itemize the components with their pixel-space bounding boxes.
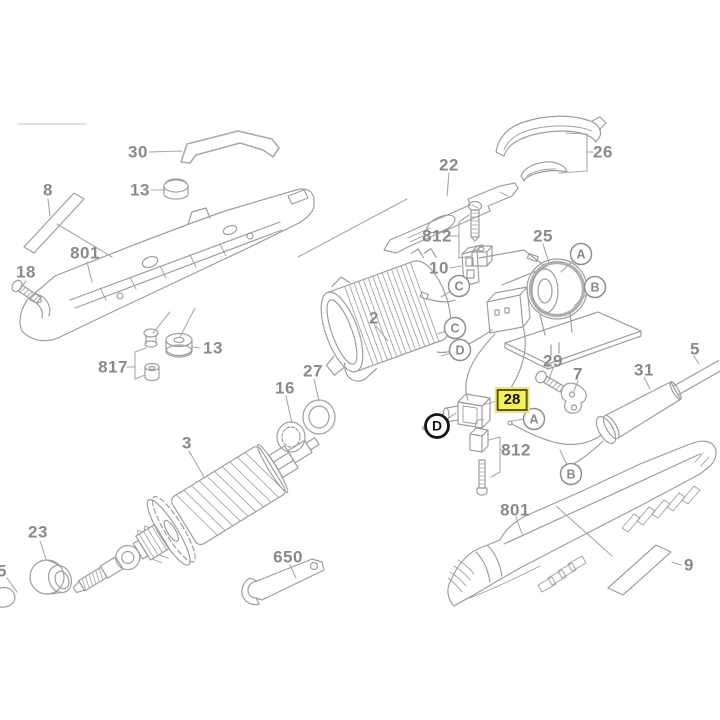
part-label-9[interactable]: 9 bbox=[684, 555, 694, 575]
part-housing-801-left bbox=[19, 188, 315, 342]
part-label-23[interactable]: 23 bbox=[28, 522, 48, 542]
part-label-817[interactable]: 817 bbox=[98, 357, 128, 377]
part-label-3[interactable]: 3 bbox=[182, 433, 192, 453]
callout-c-outline: C bbox=[443, 316, 467, 340]
part-wrench-650 bbox=[241, 558, 325, 606]
part-grommet-13 bbox=[165, 332, 193, 358]
part-label-30[interactable]: 30 bbox=[128, 142, 148, 162]
part-armature-3 bbox=[72, 437, 320, 594]
svg-text:A: A bbox=[576, 248, 585, 262]
svg-text:D: D bbox=[455, 344, 464, 358]
part-label-812-top[interactable]: 812 bbox=[422, 226, 452, 246]
callout-d-outline: D bbox=[448, 338, 472, 362]
part-label-27[interactable]: 27 bbox=[303, 361, 323, 381]
callout-a-outline: A bbox=[522, 407, 546, 431]
part-housing-801-right bbox=[447, 440, 717, 607]
svg-text:B: B bbox=[566, 468, 575, 482]
part-label-13-grommet[interactable]: 13 bbox=[203, 338, 223, 358]
part-cover-26 bbox=[495, 115, 607, 182]
callout-d-bold: D bbox=[424, 413, 450, 439]
part-label-10[interactable]: 10 bbox=[429, 258, 449, 278]
part-screw-29 bbox=[535, 370, 565, 393]
callout-a-outline: A bbox=[569, 242, 593, 266]
callout-b-outline: B bbox=[583, 275, 607, 299]
part-label-2[interactable]: 2 bbox=[369, 308, 379, 328]
part-label-5[interactable]: 5 bbox=[690, 339, 700, 359]
part-ring-16 bbox=[276, 421, 306, 453]
part-label-26[interactable]: 26 bbox=[593, 142, 613, 162]
part-strain-relief-31 bbox=[595, 360, 720, 445]
part-label-18[interactable]: 18 bbox=[16, 262, 36, 282]
svg-text:C: C bbox=[454, 280, 463, 294]
part-label-28[interactable]: 28 bbox=[496, 389, 528, 411]
svg-text:A: A bbox=[529, 413, 538, 427]
part-label-25[interactable]: 25 bbox=[533, 226, 553, 246]
svg-text:D: D bbox=[432, 418, 442, 434]
callout-b-outline: B bbox=[559, 462, 583, 486]
callout-c-outline: C bbox=[447, 274, 471, 298]
part-label-8[interactable]: 8 bbox=[43, 180, 53, 200]
part-label-801-left[interactable]: 801 bbox=[70, 243, 100, 263]
part-label-29[interactable]: 29 bbox=[543, 351, 563, 371]
part-label-5-left-edge[interactable]: 5 bbox=[0, 561, 7, 581]
svg-text:B: B bbox=[590, 281, 599, 295]
part-label-7[interactable]: 7 bbox=[573, 364, 583, 384]
part-ring-27 bbox=[302, 399, 336, 435]
part-slide-plate-22 bbox=[383, 182, 519, 254]
part-holder-10 bbox=[461, 244, 547, 287]
part-label-13-top[interactable]: 13 bbox=[130, 180, 150, 200]
part-label-801-bottom[interactable]: 801 bbox=[500, 500, 530, 520]
part-label-16[interactable]: 16 bbox=[275, 378, 295, 398]
part-screw-18 bbox=[11, 279, 42, 304]
part-hanger-wire-30 bbox=[180, 130, 280, 164]
part-label-22[interactable]: 22 bbox=[439, 155, 459, 175]
part-terminal-wire bbox=[419, 291, 456, 303]
part-label-31[interactable]: 31 bbox=[634, 360, 654, 380]
part-cap-13 bbox=[163, 178, 189, 200]
part-cord-clamp-7 bbox=[560, 382, 587, 414]
part-label-812-bottom[interactable]: 812 bbox=[501, 440, 531, 460]
part-nameplate-8 bbox=[23, 192, 85, 254]
part-button-set-817 bbox=[143, 328, 160, 382]
part-left-edge-partial bbox=[0, 586, 16, 608]
part-brush-screw-812-bottom bbox=[469, 419, 489, 496]
part-label-650[interactable]: 650 bbox=[273, 547, 303, 567]
part-nose-cap-23 bbox=[29, 559, 73, 595]
svg-text:C: C bbox=[450, 322, 459, 336]
